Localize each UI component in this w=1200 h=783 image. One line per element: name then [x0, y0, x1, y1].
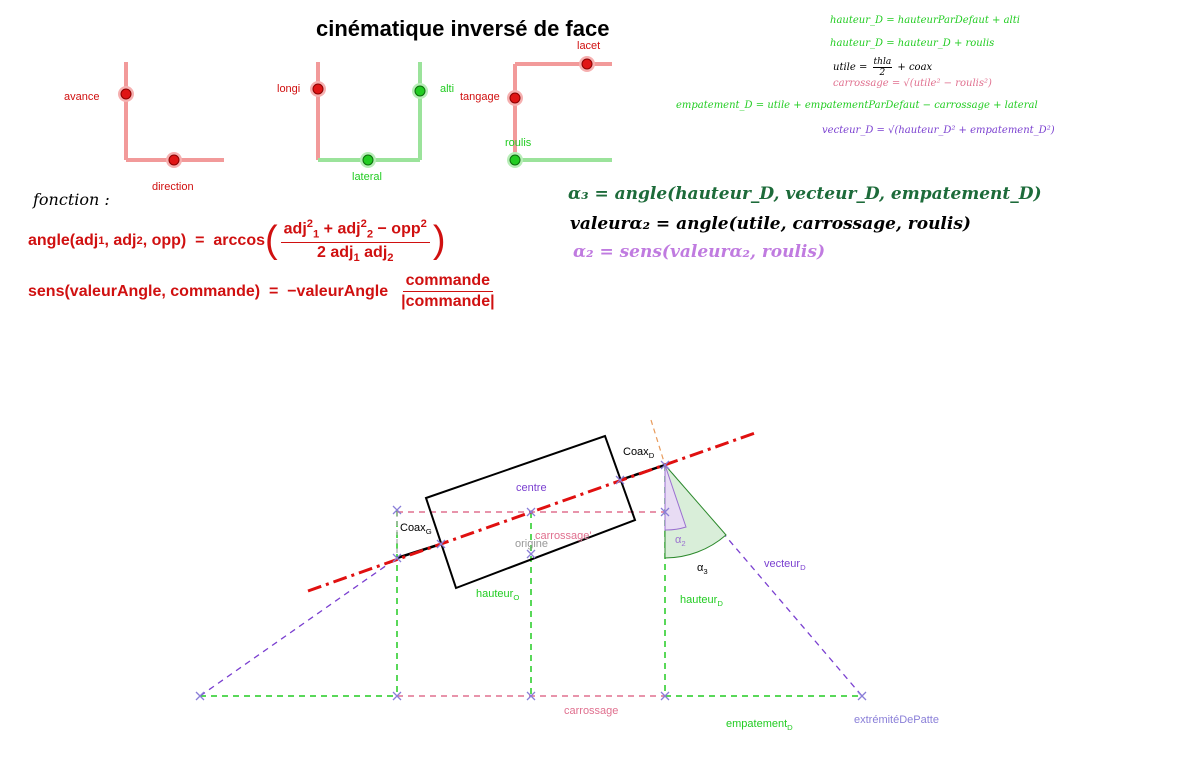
- lacet-handle[interactable]: [581, 58, 593, 70]
- label-origine: origine: [515, 538, 549, 550]
- roulis-handle[interactable]: [509, 154, 521, 166]
- page-title: cinématique inversé de face: [316, 16, 610, 41]
- formula-sens: sens(valeurAngle, commande) = −valeurAng…: [28, 272, 495, 310]
- label-roulis: roulis: [505, 137, 532, 149]
- label-extremite-de-patte: extrémitéDePatte: [854, 714, 939, 726]
- label-avance: avance: [64, 91, 100, 103]
- direction-handle[interactable]: [168, 154, 180, 166]
- longi-handle[interactable]: [312, 83, 324, 95]
- label-carrossage-prime: carrossage': [535, 530, 592, 542]
- label-vecteur-d: vecteurD: [764, 558, 806, 573]
- robot-body: [424, 434, 637, 590]
- label-hauteur-o: hauteurO: [476, 588, 520, 603]
- formula-vecteur-d: vecteur_D = √(hauteur_D² + empatement_D²…: [822, 125, 1055, 136]
- label-alti: alti: [440, 83, 455, 95]
- avance-handle[interactable]: [120, 88, 132, 100]
- control-avance-direction: [118, 62, 224, 168]
- label-longi: longi: [277, 83, 301, 95]
- label-coax-d: CoaxD: [623, 446, 655, 461]
- formula-alpha3: α₃ = angle(hauteur_D, vecteur_D, empatem…: [568, 184, 1042, 204]
- formula-empatement-d: empatement_D = utile + empatementParDefa…: [676, 100, 1038, 111]
- label-direction: direction: [152, 181, 194, 193]
- label-carrossage: carrossage: [564, 705, 619, 717]
- left-leg-line: [199, 557, 398, 697]
- formula-carrossage: carrossage = √(utile² − roulis²): [833, 78, 992, 89]
- label-tangage: tangage: [460, 91, 500, 103]
- formula-hauteur-d-2: hauteur_D = hauteur_D + roulis: [830, 38, 995, 49]
- point-markers: [195, 460, 867, 701]
- label-coax-g: CoaxG: [400, 522, 432, 537]
- formula-alpha2: α₂ = sens(valeurα₂, roulis): [573, 242, 826, 262]
- formula-hauteur-d-1: hauteur_D = hauteurParDefaut + alti: [830, 15, 1020, 26]
- tangage-handle[interactable]: [509, 92, 521, 104]
- label-centre: centre: [516, 482, 547, 494]
- formula-valeur-alpha2: valeurα₂ = angle(utile, carrossage, roul…: [570, 214, 971, 234]
- label-lacet: lacet: [577, 40, 601, 52]
- label-alpha3: α3: [697, 562, 708, 577]
- alti-handle[interactable]: [414, 85, 426, 97]
- label-lateral: lateral: [352, 171, 382, 183]
- alpha2-sector: [664, 464, 687, 531]
- label-hauteur-d: hauteurD: [680, 594, 723, 609]
- control-longi-alti-lateral: [310, 62, 428, 168]
- label-alpha2: α2: [675, 534, 686, 549]
- control-lacet-tangage-roulis: [507, 56, 612, 168]
- alpha3-sector: [664, 463, 727, 559]
- label-empatement-d: empatementD: [726, 718, 793, 733]
- kinematic-diagram: [195, 419, 867, 701]
- lateral-handle[interactable]: [362, 154, 374, 166]
- label-fonction: fonction :: [33, 190, 110, 209]
